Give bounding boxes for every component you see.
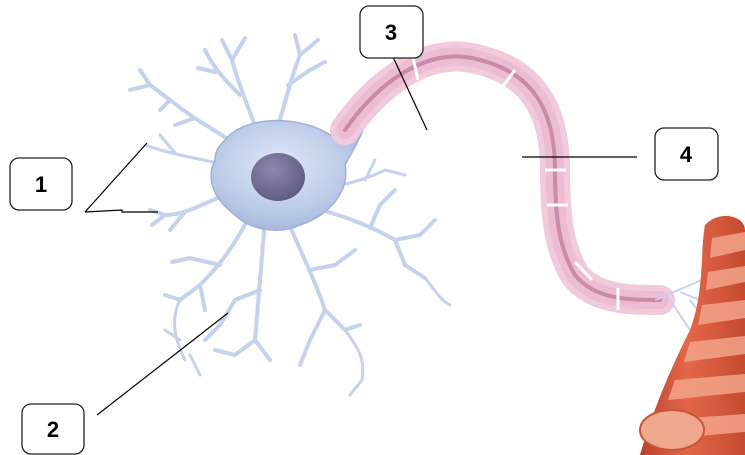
label-1: 1	[10, 158, 72, 210]
leader-line-1a	[85, 143, 147, 212]
label-3: 3	[360, 6, 423, 58]
label-2-text: 2	[47, 417, 59, 442]
leader-line-2	[97, 313, 228, 415]
axon	[345, 56, 660, 310]
label-4: 4	[655, 128, 718, 180]
label-1-text: 1	[35, 172, 47, 197]
nucleus	[251, 153, 305, 201]
leader-line-1b	[85, 210, 158, 212]
label-2: 2	[22, 404, 84, 454]
label-4-text: 4	[680, 142, 693, 167]
label-3-text: 3	[385, 20, 397, 45]
muscle-fiber	[640, 216, 745, 455]
